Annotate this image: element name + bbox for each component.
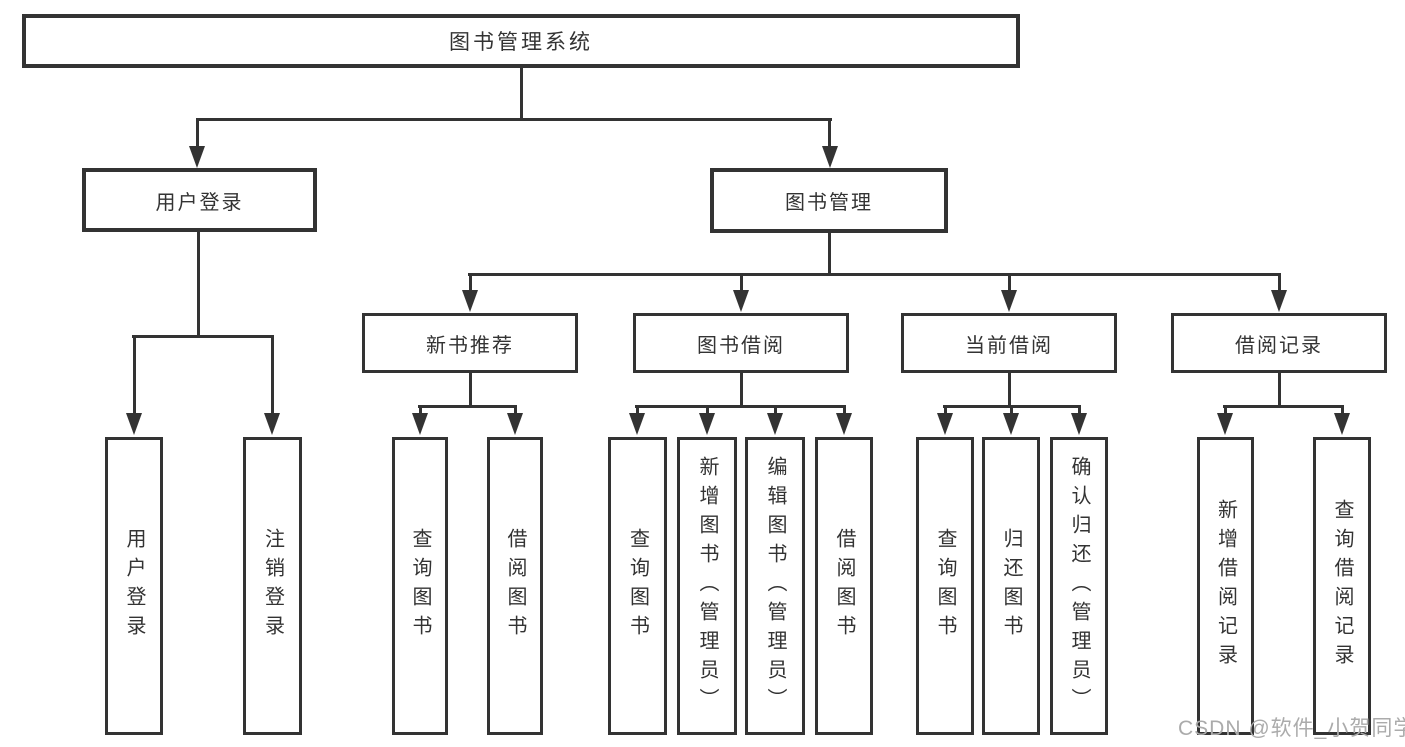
connector-drop-leaf xyxy=(636,405,639,415)
connector-arrowhead xyxy=(1003,413,1019,435)
connector-arrowhead xyxy=(462,290,478,312)
connector-drop-leaf xyxy=(843,405,846,415)
connector-arrowhead xyxy=(189,146,205,168)
connector-arrowhead xyxy=(1001,290,1017,312)
node-root-label: 图书管理系统 xyxy=(449,31,593,54)
connector-drop-leaf xyxy=(944,405,947,415)
leaf-user-login-label: 用户登录 xyxy=(123,528,145,644)
connector-drop-leaf xyxy=(1078,405,1081,415)
connector-book-management-cross xyxy=(468,273,1281,276)
connector-arrowhead xyxy=(822,146,838,168)
connector-drop-level3 xyxy=(1278,273,1281,292)
connector-br-cross xyxy=(1223,405,1344,408)
leaf-user-login: 用户登录 xyxy=(105,437,163,735)
connector-arrowhead xyxy=(412,413,428,435)
node-user-login: 用户登录 xyxy=(82,168,317,232)
leaf-bb-query-books: 查询图书 xyxy=(608,437,667,735)
node-book-borrowing-label: 图书借阅 xyxy=(697,334,785,357)
connector-arrowhead xyxy=(733,290,749,312)
connector-drop-leaf xyxy=(706,405,709,415)
leaf-bb-edit-books-admin-label: 编辑图书（管理员） xyxy=(764,455,786,717)
connector-user-login-cross xyxy=(132,335,274,338)
leaf-bb-borrow-books-label: 借阅图书 xyxy=(833,528,855,644)
connector-drop-user-login xyxy=(196,118,199,146)
connector-drop-book-management xyxy=(828,118,831,146)
node-new-book-recommend-label: 新书推荐 xyxy=(426,334,514,357)
connector-drop-leaf xyxy=(1010,405,1013,415)
connector-root-stem xyxy=(520,68,523,118)
connector-arrowhead xyxy=(1217,413,1233,435)
connector-arrowhead xyxy=(1271,290,1287,312)
connector-drop-leaf xyxy=(1224,405,1227,415)
connector-book-management-stem xyxy=(828,233,831,273)
connector-drop-level3 xyxy=(469,273,472,292)
node-root: 图书管理系统 xyxy=(22,14,1020,68)
connector-arrowhead xyxy=(767,413,783,435)
connector-bb-stem xyxy=(740,373,743,406)
node-user-login-label: 用户登录 xyxy=(155,191,244,214)
leaf-bb-borrow-books: 借阅图书 xyxy=(815,437,873,735)
connector-nbr-cross xyxy=(418,405,517,408)
connector-drop-leaf xyxy=(514,405,517,415)
connector-arrowhead xyxy=(507,413,523,435)
node-current-borrowing: 当前借阅 xyxy=(901,313,1117,373)
connector-root-cross xyxy=(196,118,832,121)
leaf-nbr-query-books-label: 查询图书 xyxy=(409,528,431,644)
leaf-br-add-record: 新增借阅记录 xyxy=(1197,437,1254,735)
leaf-br-query-record-label: 查询借阅记录 xyxy=(1331,499,1353,673)
node-borrowing-records: 借阅记录 xyxy=(1171,313,1387,373)
connector-arrowhead xyxy=(937,413,953,435)
connector-user-login-stem xyxy=(197,232,200,335)
leaf-br-add-record-label: 新增借阅记录 xyxy=(1214,499,1237,673)
node-current-borrowing-label: 当前借阅 xyxy=(965,334,1053,357)
node-book-management: 图书管理 xyxy=(710,168,948,233)
node-book-borrowing: 图书借阅 xyxy=(633,313,849,373)
leaf-cb-confirm-return-admin-label: 确认归还（管理员） xyxy=(1068,455,1090,717)
leaf-nbr-borrow-books-label: 借阅图书 xyxy=(504,528,526,644)
connector-arrowhead xyxy=(1334,413,1350,435)
leaf-logout-label: 注销登录 xyxy=(261,528,284,644)
leaf-bb-query-books-label: 查询图书 xyxy=(626,528,649,644)
node-borrowing-records-label: 借阅记录 xyxy=(1235,334,1323,357)
leaf-bb-add-books-admin-label: 新增图书（管理员） xyxy=(696,455,718,717)
leaf-cb-confirm-return-admin: 确认归还（管理员） xyxy=(1050,437,1108,735)
leaf-cb-query-books-label: 查询图书 xyxy=(934,528,956,644)
connector-arrowhead xyxy=(1071,413,1087,435)
leaf-cb-return-books: 归还图书 xyxy=(982,437,1040,735)
connector-drop-leaf xyxy=(133,335,136,415)
connector-drop-leaf xyxy=(271,335,274,415)
node-book-management-label: 图书管理 xyxy=(785,192,873,214)
connector-drop-level3 xyxy=(1008,273,1011,292)
leaf-nbr-query-books: 查询图书 xyxy=(392,437,448,735)
leaf-logout: 注销登录 xyxy=(243,437,302,735)
connector-arrowhead xyxy=(699,413,715,435)
node-new-book-recommend: 新书推荐 xyxy=(362,313,578,373)
connector-drop-leaf xyxy=(774,405,777,415)
leaf-cb-query-books: 查询图书 xyxy=(916,437,974,735)
leaf-nbr-borrow-books: 借阅图书 xyxy=(487,437,543,735)
connector-arrowhead xyxy=(264,413,280,435)
leaf-cb-return-books-label: 归还图书 xyxy=(1000,528,1022,644)
connector-arrowhead xyxy=(126,413,142,435)
connector-arrowhead xyxy=(836,413,852,435)
connector-drop-level3 xyxy=(740,273,743,292)
leaf-br-query-record: 查询借阅记录 xyxy=(1313,437,1371,735)
connector-cb-stem xyxy=(1008,373,1011,406)
connector-drop-leaf xyxy=(1341,405,1344,415)
connector-arrowhead xyxy=(629,413,645,435)
watermark: CSDN @软件_小贺同学 xyxy=(1178,717,1405,740)
connector-br-stem xyxy=(1278,373,1281,406)
leaf-bb-add-books-admin: 新增图书（管理员） xyxy=(677,437,737,735)
connector-bb-cross xyxy=(635,405,846,408)
connector-drop-leaf xyxy=(419,405,422,415)
leaf-bb-edit-books-admin: 编辑图书（管理员） xyxy=(745,437,805,735)
connector-nbr-stem xyxy=(469,373,472,406)
